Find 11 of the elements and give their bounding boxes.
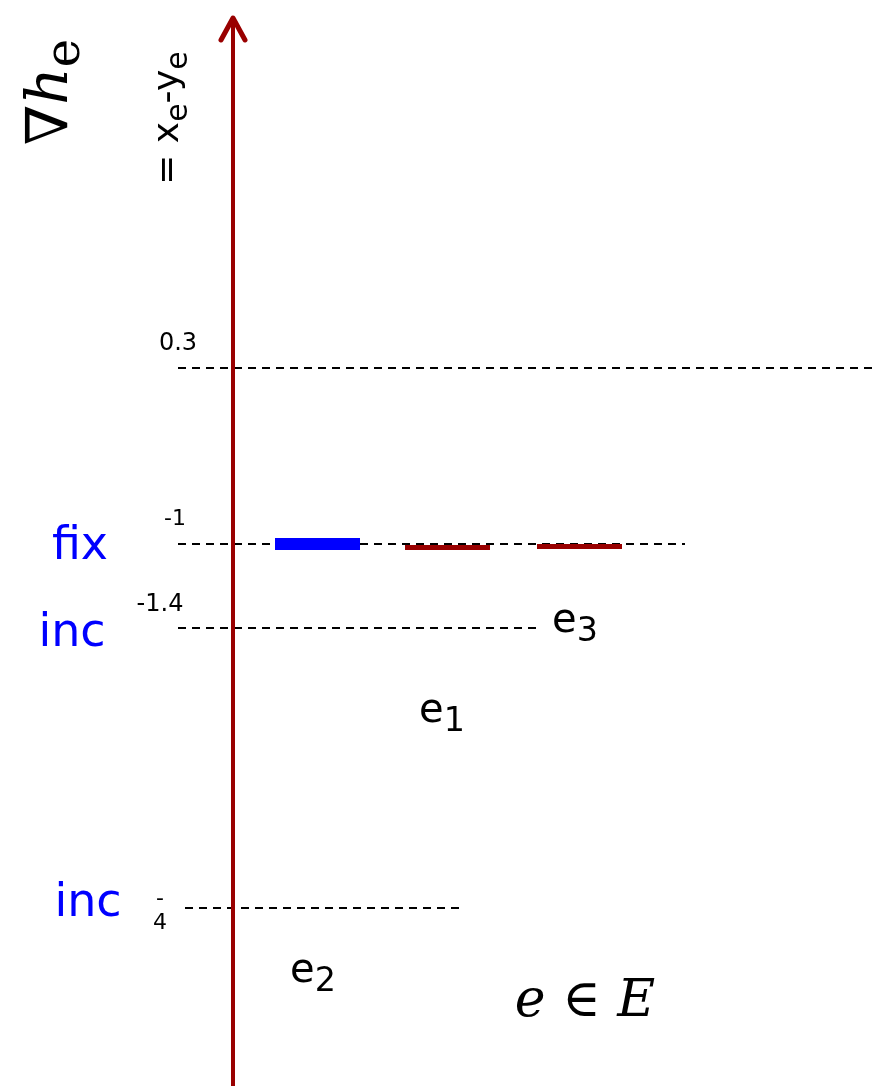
tick-label: -1 xyxy=(164,507,186,529)
level-label: inc xyxy=(38,607,106,653)
level-label: fix xyxy=(51,520,109,566)
tick-label: -4 xyxy=(152,885,168,935)
level-label: inc xyxy=(54,877,122,923)
tick-label: -1.4 xyxy=(136,591,184,615)
element-label: e$_{2}$ xyxy=(290,947,336,997)
set-label: e ∈ E xyxy=(514,972,656,1024)
element-label: e$_{1}$ xyxy=(419,687,465,737)
tick-label: 0.3 xyxy=(158,330,198,354)
element-label: e$_{3}$ xyxy=(552,597,598,647)
